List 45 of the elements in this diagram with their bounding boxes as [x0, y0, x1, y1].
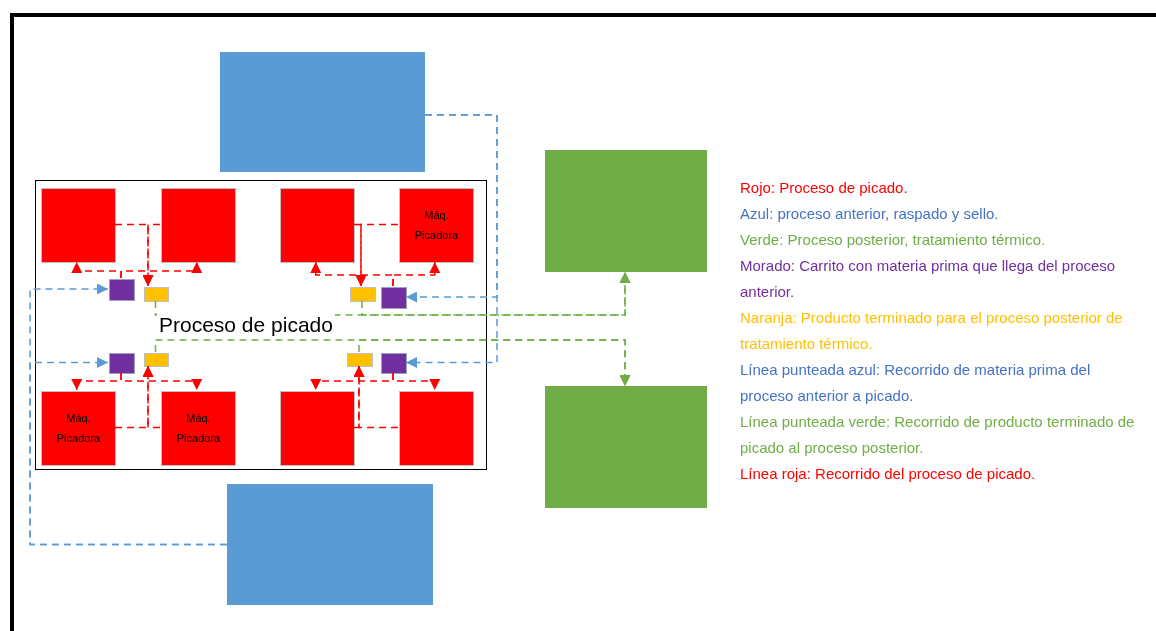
connector-arrow — [120, 261, 203, 279]
connector-arrow — [392, 261, 441, 287]
downstream-process-box — [545, 150, 707, 272]
machine-label: Máq. Picadora — [55, 411, 102, 446]
product-marker — [144, 287, 169, 302]
connector-arrow — [355, 223, 399, 287]
connector-arrow — [405, 114, 498, 368]
connector-arrow — [142, 223, 161, 287]
legend-text: Línea roja: Recorrido del proceso de picado. — [740, 464, 1037, 484]
legend-text: Línea punteada verde: Recorrido de producto terminado de picado al proceso posterior. — [740, 412, 1136, 458]
product-marker — [347, 353, 373, 367]
legend-text: Línea punteada azul: Recorrido de materia prima del proceso anterior a picado. — [740, 360, 1092, 406]
cart-marker — [381, 353, 407, 374]
machine-box — [399, 188, 474, 263]
machine-box — [41, 391, 116, 466]
connector-arrow — [392, 372, 441, 391]
legend-text: Verde: Proceso posterior, tratamiento térmico. — [740, 230, 1047, 250]
legend-text: Rojo: Proceso de picado. — [740, 178, 909, 198]
cart-marker — [109, 353, 135, 374]
legend-text: Naranja: Producto terminado para el proceso posterior de tratamiento térmico. — [740, 308, 1124, 354]
process-area-frame — [35, 180, 487, 470]
connector-arrow — [29, 357, 228, 546]
cart-marker — [381, 287, 407, 309]
upstream-process-box — [227, 484, 433, 605]
machine-box — [280, 188, 355, 263]
machine-box — [161, 391, 236, 466]
product-marker — [144, 353, 169, 367]
machine-box — [41, 188, 116, 263]
machine-label: Máq. Picadora — [413, 208, 460, 243]
cart-marker — [109, 279, 135, 301]
downstream-process-box — [545, 386, 707, 508]
machine-label: Máq. Picadora — [175, 411, 222, 446]
machine-box — [161, 188, 236, 263]
machine-box — [280, 391, 355, 466]
connector-arrow — [120, 372, 203, 391]
legend-text: Azul: proceso anterior, raspado y sello. — [740, 204, 1000, 224]
connector-arrow — [353, 365, 399, 429]
product-marker — [350, 287, 376, 302]
connector-arrow — [358, 339, 631, 387]
legend-text: Morado: Carrito con materia prima que llega del proceso anterior. — [740, 256, 1117, 302]
upstream-process-box — [220, 52, 425, 172]
area-title: Proceso de picado — [157, 312, 335, 338]
connector-arrow — [142, 365, 161, 429]
machine-box — [399, 391, 474, 466]
connector-arrow — [361, 271, 631, 316]
